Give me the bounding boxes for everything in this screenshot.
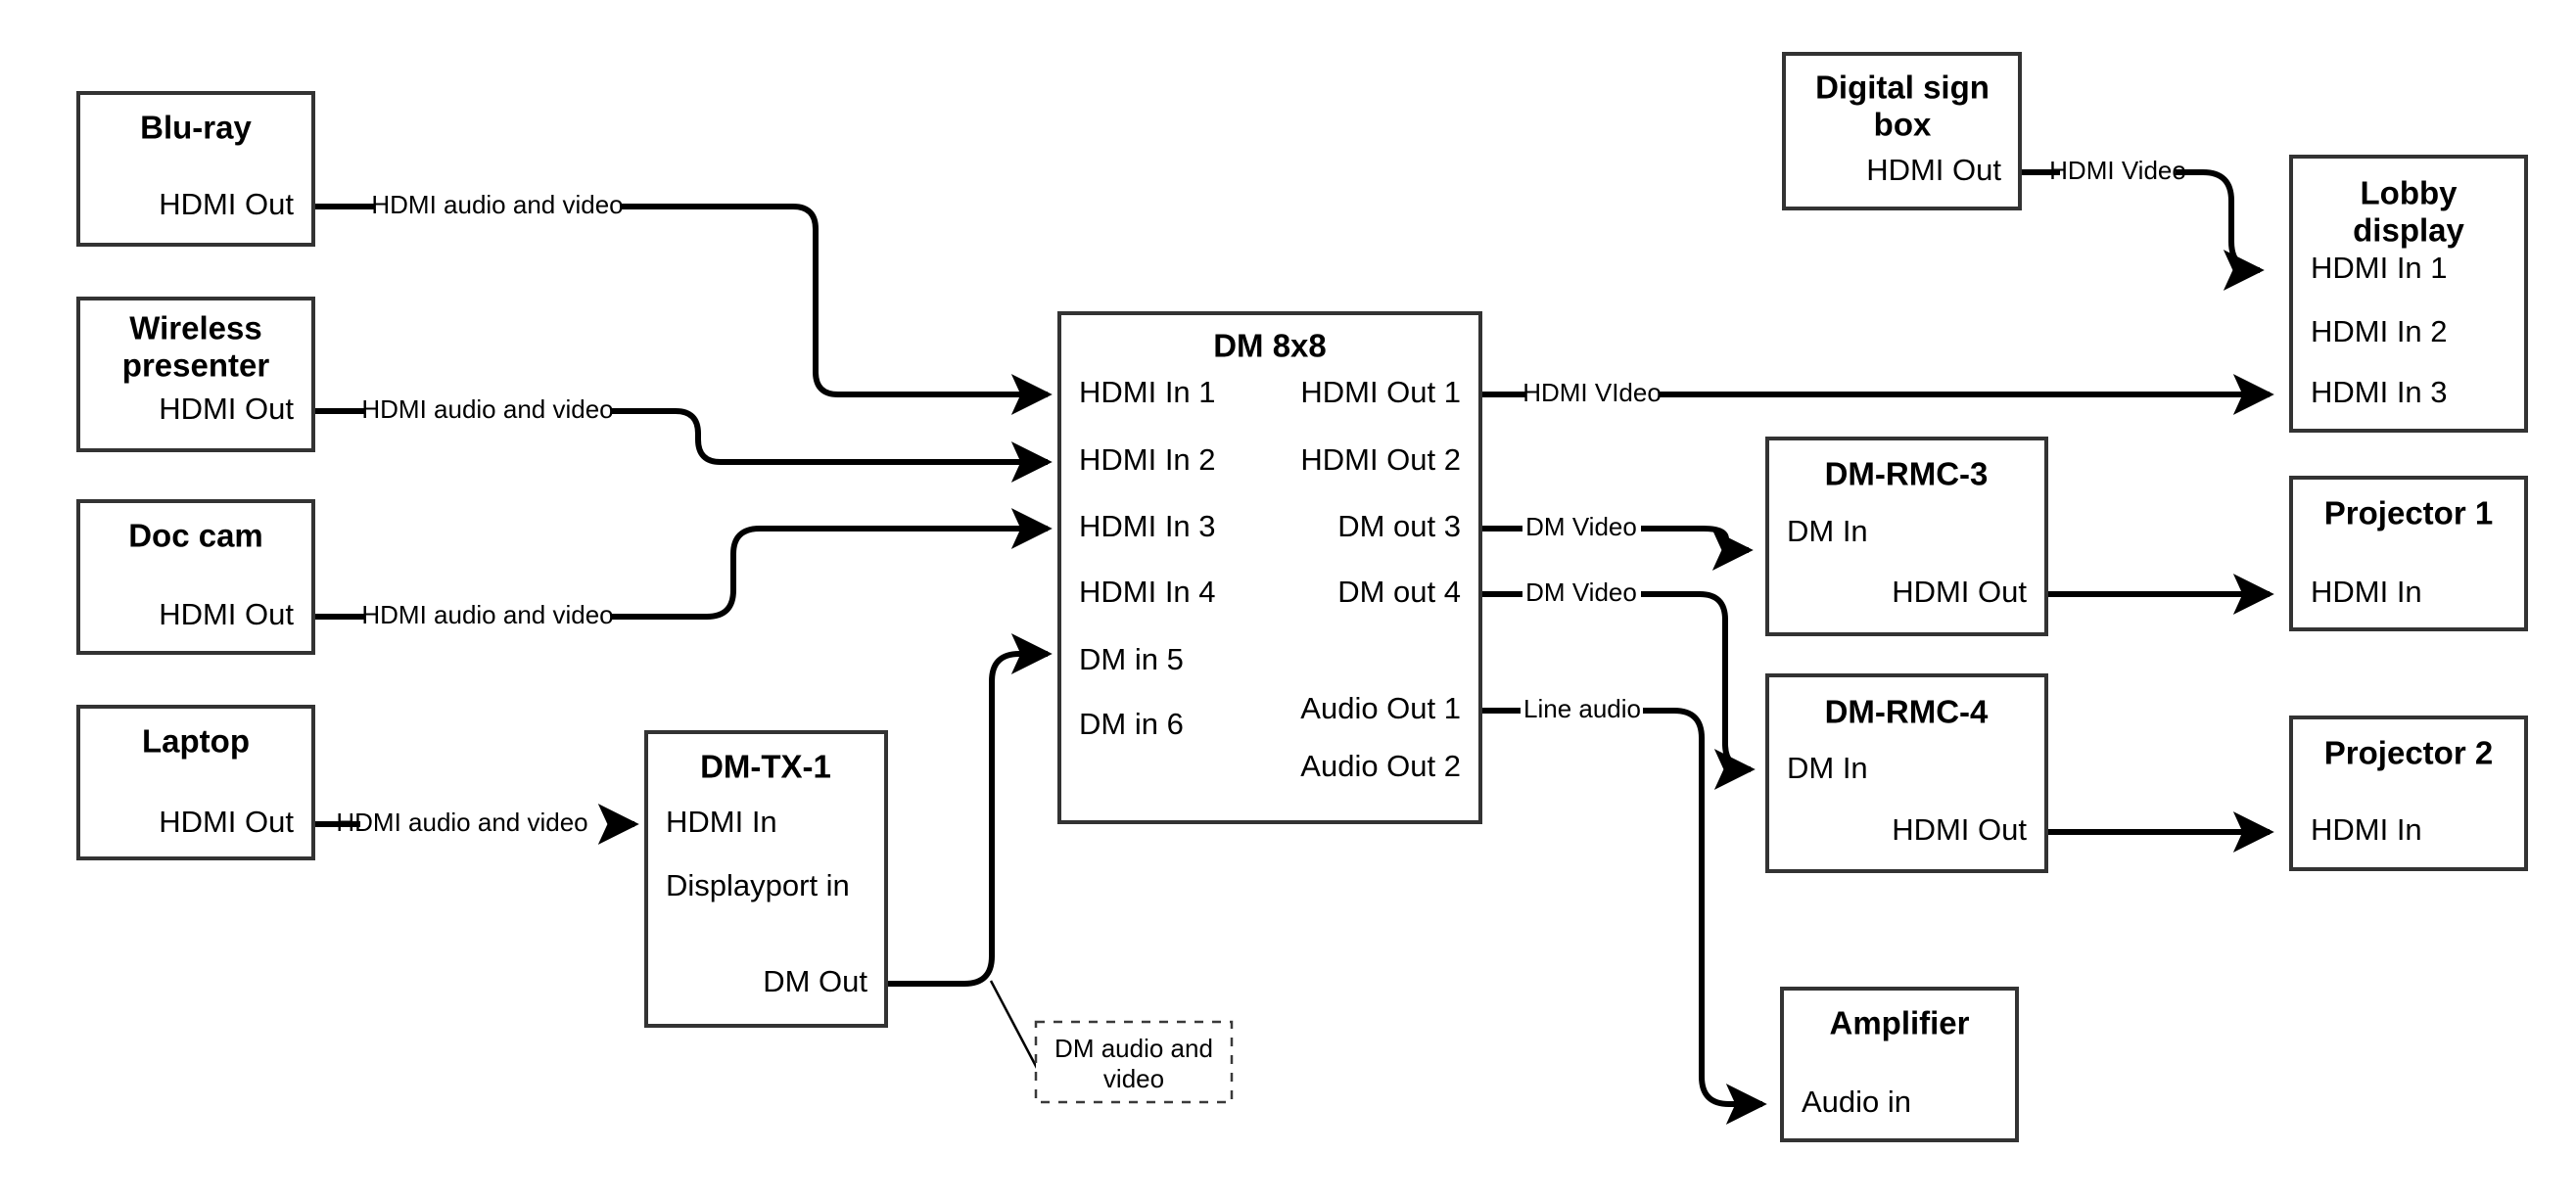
node-laptop-title: Laptop	[142, 723, 250, 760]
node-dm-8x8-input-4: HDMI In 4	[1079, 575, 1216, 609]
node-dm-8x8-input-5: DM in 5	[1079, 642, 1184, 676]
edge-bluray-to-dm8x8: HDMI audio and video	[313, 190, 1053, 415]
node-dm-rmc-3-box[interactable]	[1765, 437, 2048, 636]
node-projector-1-box[interactable]	[2289, 476, 2528, 631]
node-lobby-display-input-1: HDMI In 1	[2311, 251, 2448, 285]
annotation-note-line1: DM audio and	[1054, 1034, 1213, 1063]
node-laptop[interactable]: Laptop HDMI Out	[76, 705, 315, 860]
node-dm-8x8-input-1: HDMI In 1	[1079, 375, 1216, 409]
node-lobby-display[interactable]: Lobby display HDMI In 1 HDMI In 2 HDMI I…	[2289, 155, 2528, 433]
node-digital-sign-box-port-hdmi-out: HDMI Out	[1866, 153, 2001, 187]
node-bluray[interactable]: Blu-ray HDMI Out	[76, 91, 315, 247]
node-projector-2-port-hdmi-in: HDMI In	[2311, 812, 2422, 847]
edge-dm8x8-out1-to-lobby: HDMI VIdeo	[1480, 374, 2274, 415]
node-dm-8x8-input-6: DM in 6	[1079, 707, 1184, 741]
node-doc-cam[interactable]: Doc cam HDMI Out	[76, 499, 315, 655]
edge-label-audio-out1: Line audio	[1523, 694, 1641, 723]
node-wireless-presenter-port-hdmi-out: HDMI Out	[159, 392, 294, 426]
node-dm-tx-1-port-displayport-in: Displayport in	[666, 868, 850, 902]
node-dm-rmc-4-port-hdmi-out: HDMI Out	[1892, 812, 2027, 847]
annotation-note-box	[1034, 1020, 1234, 1104]
node-dm-8x8-output-5: Audio Out 1	[1300, 691, 1461, 725]
node-projector-1-port-hdmi-in: HDMI In	[2311, 575, 2422, 609]
edge-sign-to-lobby: HDMI Video	[2020, 156, 2265, 291]
node-lobby-display-title-line2: display	[2353, 212, 2464, 249]
node-dm-rmc-4-box[interactable]	[1765, 673, 2048, 873]
node-projector-2[interactable]: Projector 2 HDMI In	[2289, 716, 2528, 871]
node-amplifier[interactable]: Amplifier Audio in	[1780, 987, 2019, 1142]
node-projector-2-title: Projector 2	[2324, 735, 2493, 771]
node-dm-8x8[interactable]: DM 8x8 HDMI In 1 HDMI In 2 HDMI In 3 HDM…	[1057, 311, 1482, 824]
node-wireless-presenter-title-line1: Wireless	[129, 310, 261, 346]
node-amplifier-box[interactable]	[1780, 987, 2019, 1142]
node-dm-8x8-output-4: DM out 4	[1337, 575, 1461, 609]
node-dm-rmc-3-port-hdmi-out: HDMI Out	[1892, 575, 2027, 609]
node-dm-rmc-3-port-dm-in: DM In	[1787, 514, 1868, 548]
node-projector-1-title: Projector 1	[2324, 495, 2493, 531]
node-dm-8x8-input-2: HDMI In 2	[1079, 442, 1216, 477]
node-dm-tx-1-port-dm-out: DM Out	[763, 964, 867, 998]
node-dm-8x8-output-2: HDMI Out 2	[1300, 442, 1461, 477]
edge-label-dm-out1: HDMI VIdeo	[1522, 378, 1662, 407]
node-dm-8x8-box[interactable]	[1057, 311, 1482, 824]
node-bluray-box[interactable]	[76, 91, 315, 247]
node-lobby-display-input-3: HDMI In 3	[2311, 375, 2448, 409]
edge-wireless-to-dm8x8: HDMI audio and video	[313, 394, 1053, 483]
note-leader-line	[989, 980, 1040, 1071]
edge-dmtx1-to-dm8x8	[886, 633, 1053, 1071]
annotation-note-line2: video	[1103, 1064, 1164, 1093]
edge-dm8x8-out4-to-rmc4: DM Video	[1480, 577, 1756, 790]
node-lobby-display-box[interactable]	[2289, 155, 2528, 433]
node-dm-8x8-title: DM 8x8	[1213, 328, 1327, 364]
node-dm-tx-1[interactable]: DM-TX-1 HDMI In Displayport in DM Out	[644, 730, 888, 1028]
node-dm-tx-1-title: DM-TX-1	[700, 749, 831, 785]
node-dm-rmc-3[interactable]: DM-RMC-3 DM In HDMI Out	[1765, 437, 2048, 636]
node-dm-rmc-3-title: DM-RMC-3	[1825, 456, 1989, 492]
edge-label-laptop: HDMI audio and video	[336, 808, 587, 837]
edge-label-wireless: HDMI audio and video	[361, 394, 613, 424]
edge-dm8x8-audio1-to-amplifier: Line audio	[1480, 694, 1767, 1125]
node-wireless-presenter[interactable]: Wireless presenter HDMI Out	[76, 297, 315, 452]
node-digital-sign-box-title-line1: Digital sign	[1815, 69, 1990, 106]
edge-label-sign: HDMI Video	[2049, 156, 2186, 185]
node-dm-rmc-4-title: DM-RMC-4	[1825, 694, 1989, 730]
node-amplifier-port-audio-in: Audio in	[1802, 1085, 1911, 1119]
edge-label-bluray: HDMI audio and video	[371, 190, 623, 219]
node-bluray-port-hdmi-out: HDMI Out	[159, 187, 294, 221]
node-lobby-display-input-2: HDMI In 2	[2311, 314, 2448, 348]
node-dm-rmc-4[interactable]: DM-RMC-4 DM In HDMI Out	[1765, 673, 2048, 873]
node-amplifier-title: Amplifier	[1829, 1005, 1969, 1041]
edge-doccam-to-dm8x8: HDMI audio and video	[313, 508, 1053, 629]
node-dm-8x8-output-6: Audio Out 2	[1300, 749, 1461, 783]
node-wireless-presenter-box[interactable]	[76, 297, 315, 452]
node-wireless-presenter-title-line2: presenter	[122, 347, 270, 384]
node-laptop-box[interactable]	[76, 705, 315, 860]
node-dm-rmc-4-port-dm-in: DM In	[1787, 751, 1868, 785]
node-lobby-display-title-line1: Lobby	[2361, 175, 2459, 211]
node-projector-1[interactable]: Projector 1 HDMI In	[2289, 476, 2528, 631]
node-dm-tx-1-port-hdmi-in: HDMI In	[666, 805, 777, 839]
node-dm-8x8-output-1: HDMI Out 1	[1300, 375, 1461, 409]
node-digital-sign-box-title-line2: box	[1874, 107, 1932, 143]
node-laptop-port-hdmi-out: HDMI Out	[159, 805, 294, 839]
node-dm-8x8-input-3: HDMI In 3	[1079, 509, 1216, 543]
edge-dm8x8-out3-to-rmc3: DM Video	[1480, 512, 1754, 571]
node-doc-cam-title: Doc cam	[128, 518, 263, 554]
node-bluray-title: Blu-ray	[140, 110, 252, 146]
node-doc-cam-port-hdmi-out: HDMI Out	[159, 597, 294, 631]
node-digital-sign-box[interactable]: Digital sign box HDMI Out	[1782, 52, 2022, 210]
edge-label-dm-out4: DM Video	[1525, 577, 1637, 607]
edge-label-doccam: HDMI audio and video	[361, 600, 613, 629]
annotation-dm-audio-and-video: DM audio and video	[1034, 1020, 1234, 1104]
node-dm-8x8-output-3: DM out 3	[1337, 509, 1461, 543]
node-digital-sign-box-box[interactable]	[1782, 52, 2022, 210]
node-doc-cam-box[interactable]	[76, 499, 315, 655]
node-projector-2-box[interactable]	[2289, 716, 2528, 871]
node-dm-tx-1-box[interactable]	[644, 730, 888, 1028]
edge-laptop-to-dmtx1: HDMI audio and video	[313, 804, 639, 845]
edge-label-dm-out3: DM Video	[1525, 512, 1637, 541]
